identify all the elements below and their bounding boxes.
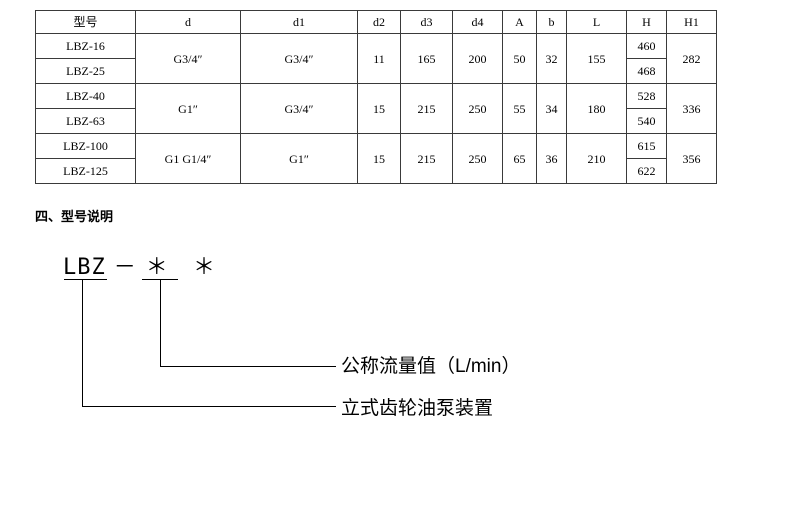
header-d: d [135, 10, 241, 34]
flow-connector-horizontal [160, 366, 336, 367]
cell-model: LBZ-125 [35, 158, 136, 184]
model-underline [64, 279, 107, 280]
header-L: L [566, 10, 627, 34]
cell-A: 65 [502, 133, 537, 184]
cell-A: 55 [502, 83, 537, 134]
cell-H: 622 [626, 158, 667, 184]
device-label: 立式齿轮油泵装置 [341, 398, 494, 419]
cell-d4: 200 [452, 33, 503, 84]
header-model: 型号 [35, 10, 136, 34]
cell-d: G1″ [135, 83, 241, 134]
flow-label: 公称流量值（L/min） [341, 356, 521, 377]
cell-H: 615 [626, 133, 667, 159]
cell-model: LBZ-63 [35, 108, 136, 134]
cell-d1: G3/4″ [240, 33, 358, 84]
cell-H1: 336 [666, 83, 717, 134]
header-b: b [536, 10, 567, 34]
cell-d4: 250 [452, 133, 503, 184]
header-d1: d1 [240, 10, 358, 34]
cell-L: 180 [566, 83, 627, 134]
model-connector-vertical [82, 279, 83, 407]
cell-model: LBZ-16 [35, 33, 136, 59]
header-H: H [626, 10, 667, 34]
cell-d: G1 G1/4″ [135, 133, 241, 184]
cell-d2: 15 [357, 133, 401, 184]
model-stars: ＊ ＊ [145, 255, 222, 280]
cell-A: 50 [502, 33, 537, 84]
cell-b: 32 [536, 33, 567, 84]
cell-d1: G1″ [240, 133, 358, 184]
table-row: LBZ-16 G3/4″ G3/4″ 11 165 200 50 32 155 … [35, 33, 717, 84]
cell-b: 36 [536, 133, 567, 184]
cell-L: 210 [566, 133, 627, 184]
cell-d3: 215 [400, 83, 453, 134]
cell-H1: 282 [666, 33, 717, 84]
section-heading: 四、型号说明 [35, 209, 114, 224]
header-H1: H1 [666, 10, 717, 34]
cell-d2: 11 [357, 33, 401, 84]
model-prefix: LBZ [63, 255, 106, 280]
cell-d: G3/4″ [135, 33, 241, 84]
table-header-row: 型号 d d1 d2 d3 d4 A b L H H1 [35, 10, 717, 34]
cell-H: 460 [626, 33, 667, 59]
cell-L: 155 [566, 33, 627, 84]
table-row: LBZ-40 G1″ G3/4″ 15 215 250 55 34 180 52… [35, 83, 717, 134]
cell-model: LBZ-25 [35, 58, 136, 84]
cell-H1: 356 [666, 133, 717, 184]
table-row: LBZ-125 622 [35, 158, 717, 184]
header-A: A [502, 10, 537, 34]
stars-connector-vertical [160, 279, 161, 367]
cell-d3: 165 [400, 33, 453, 84]
cell-model: LBZ-100 [35, 133, 136, 159]
cell-d1: G3/4″ [240, 83, 358, 134]
spec-table: 型号 d d1 d2 d3 d4 A b L H H1 LBZ-16 G3/4″… [35, 10, 717, 184]
model-code: LBZ － ＊ ＊ [63, 249, 221, 281]
table-row: LBZ-25 468 [35, 58, 717, 84]
cell-H: 528 [626, 83, 667, 109]
header-d2: d2 [357, 10, 401, 34]
cell-d4: 250 [452, 83, 503, 134]
cell-model: LBZ-40 [35, 83, 136, 109]
model-dash: － [113, 255, 137, 280]
cell-b: 34 [536, 83, 567, 134]
device-connector-horizontal [82, 406, 336, 407]
table-row: LBZ-100 G1 G1/4″ G1″ 15 215 250 65 36 21… [35, 133, 717, 184]
cell-d3: 215 [400, 133, 453, 184]
header-d3: d3 [400, 10, 453, 34]
header-d4: d4 [452, 10, 503, 34]
cell-H: 468 [626, 58, 667, 84]
cell-H: 540 [626, 108, 667, 134]
cell-d2: 15 [357, 83, 401, 134]
